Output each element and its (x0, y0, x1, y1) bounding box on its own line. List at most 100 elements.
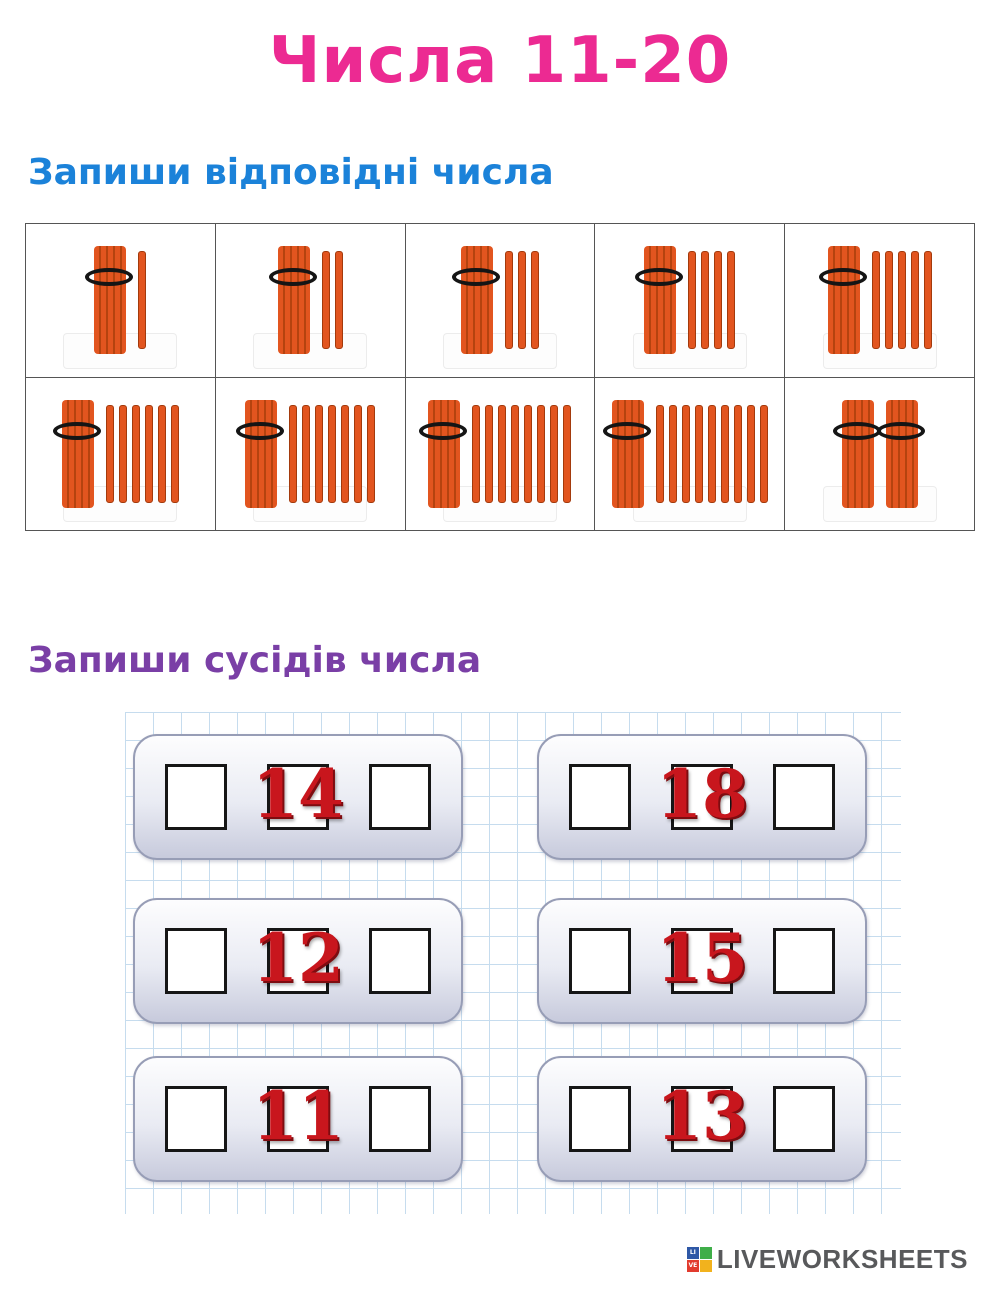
stick-group (832, 399, 925, 508)
single-stick (897, 251, 906, 350)
single-stick (354, 404, 363, 503)
single-stick (289, 404, 298, 503)
neighbor-card: 11 (133, 1056, 463, 1182)
single-stick (550, 404, 559, 503)
loose-sticks (504, 251, 539, 350)
stick-group (268, 246, 343, 355)
single-stick (530, 251, 539, 350)
single-stick (655, 404, 664, 503)
center-box (267, 764, 329, 830)
logo-square-red: VE (686, 1260, 699, 1272)
logo-square-blue: LI (686, 1247, 699, 1259)
single-stick (485, 404, 494, 503)
single-stick (504, 251, 513, 350)
answer-input[interactable] (253, 332, 368, 369)
neighbor-input-left[interactable] (569, 928, 631, 994)
single-stick (563, 404, 572, 503)
single-stick (321, 251, 330, 350)
single-stick (694, 404, 703, 503)
stick-cell (405, 377, 595, 530)
center-number-wrap: 14 (252, 755, 344, 833)
single-stick (923, 251, 932, 350)
stick-cell (26, 377, 215, 530)
single-stick (315, 404, 324, 503)
single-stick (688, 251, 697, 350)
single-stick (498, 404, 507, 503)
stick-group (236, 399, 376, 508)
neighbor-card: 14 (133, 734, 463, 860)
stick-bundle (602, 399, 651, 508)
single-stick (328, 404, 337, 503)
neighbor-input-left[interactable] (165, 1086, 227, 1152)
single-stick (367, 404, 376, 503)
stick-group (419, 399, 572, 508)
stick-bundle (451, 246, 500, 355)
neighbor-input-left[interactable] (165, 928, 227, 994)
single-stick (341, 404, 350, 503)
stick-cell (26, 224, 215, 377)
logo-square-yellow (699, 1260, 712, 1272)
loose-sticks (871, 251, 932, 350)
neighbor-card: 12 (133, 898, 463, 1024)
single-stick (714, 251, 723, 350)
liveworksheets-logo: LI VE (686, 1247, 712, 1272)
stick-cell (595, 377, 785, 530)
stick-cell (595, 224, 785, 377)
section1-heading: Запиши відповідні числа (28, 152, 554, 193)
stick-group (85, 246, 147, 355)
loose-sticks (472, 404, 572, 503)
neighbor-card: 15 (537, 898, 867, 1024)
single-stick (668, 404, 677, 503)
sticks-table (25, 223, 975, 531)
center-box (671, 1086, 733, 1152)
stick-bundle (876, 399, 925, 508)
center-box (671, 928, 733, 994)
stick-group (818, 246, 932, 355)
loose-sticks (138, 251, 147, 350)
neighbor-input-right[interactable] (369, 764, 431, 830)
stick-group (635, 246, 736, 355)
neighbor-input-left[interactable] (165, 764, 227, 830)
center-number-wrap: 11 (252, 1077, 344, 1155)
card-number: 11 (252, 1076, 344, 1155)
stick-group (52, 399, 179, 508)
card-number: 15 (656, 918, 748, 997)
neighbor-card: 13 (537, 1056, 867, 1182)
neighbor-input-right[interactable] (773, 928, 835, 994)
single-stick (517, 251, 526, 350)
stick-cell (785, 224, 974, 377)
stick-bundle (635, 246, 684, 355)
stick-bundle (419, 399, 468, 508)
single-stick (144, 404, 153, 503)
logo-square-green (699, 1247, 712, 1259)
neighbor-input-right[interactable] (773, 764, 835, 830)
card-number: 12 (252, 918, 344, 997)
center-number-wrap: 18 (656, 755, 748, 833)
neighbor-card: 18 (537, 734, 867, 860)
neighbor-input-right[interactable] (369, 1086, 431, 1152)
loose-sticks (688, 251, 736, 350)
center-box (267, 928, 329, 994)
footer: LI VE LIVEWORKSHEETS (686, 1244, 968, 1275)
page-title: Числа 11-20 (268, 24, 732, 98)
stick-bundle (832, 399, 881, 508)
single-stick (537, 404, 546, 503)
neighbor-input-right[interactable] (369, 928, 431, 994)
center-number-wrap: 15 (656, 919, 748, 997)
center-number-wrap: 12 (252, 919, 344, 997)
single-stick (707, 404, 716, 503)
single-stick (511, 404, 520, 503)
center-number-wrap: 13 (656, 1077, 748, 1155)
stick-group (451, 246, 539, 355)
stick-cell (405, 224, 595, 377)
stick-group (602, 399, 768, 508)
single-stick (170, 404, 179, 503)
neighbor-input-left[interactable] (569, 1086, 631, 1152)
stick-bundle (52, 399, 101, 508)
neighbor-input-right[interactable] (773, 1086, 835, 1152)
neighbor-input-left[interactable] (569, 764, 631, 830)
center-box (267, 1086, 329, 1152)
center-box (671, 764, 733, 830)
single-stick (138, 251, 147, 350)
